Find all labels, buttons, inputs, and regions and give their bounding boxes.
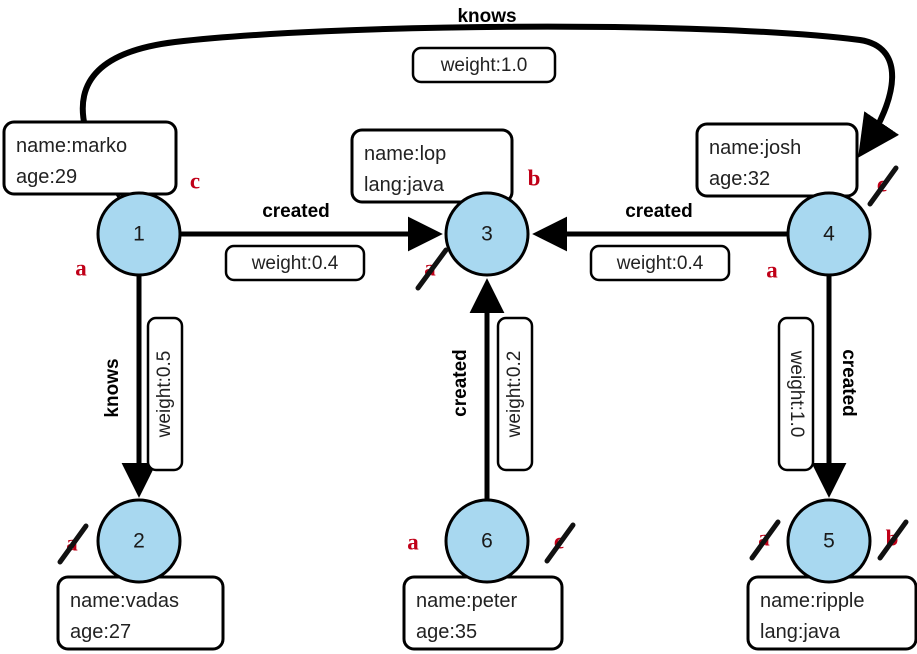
node-circle xyxy=(444,498,530,584)
marker-letter: a xyxy=(407,529,419,554)
edge-weight-4-created-5: weight:1.0 xyxy=(777,316,815,472)
graph-node-3[interactable]: 3 xyxy=(444,191,530,277)
prop-line-lang: lang:java xyxy=(760,621,841,643)
annotation-marker-node4-a: a xyxy=(766,257,778,282)
prop-line-lang: lang:java xyxy=(364,174,445,196)
node-properties-5: name:ripple lang:java xyxy=(746,575,917,651)
node-properties-3: name:lop lang:java xyxy=(350,128,514,204)
prop-box-frame xyxy=(350,128,514,204)
prop-line-name: name:marko xyxy=(16,135,127,157)
prop-line-age: age:35 xyxy=(416,621,477,643)
weight-box-frame xyxy=(496,316,534,472)
weight-value: weight:0.4 xyxy=(616,253,704,274)
strikethrough-slash-icon xyxy=(415,247,449,291)
marker-letter: b xyxy=(528,165,541,190)
strikethrough-slash-icon xyxy=(877,519,909,561)
annotation-marker-node3-a: a xyxy=(415,247,449,291)
graph-node-2[interactable]: 2 xyxy=(96,498,182,584)
prop-line-age: age:29 xyxy=(16,166,77,188)
node-id-label: 4 xyxy=(823,223,835,246)
node-properties-6: name:peter age:35 xyxy=(402,575,564,651)
weight-box-frame xyxy=(224,244,366,282)
edge-label-6-created-3: created xyxy=(450,349,471,417)
node-id-label: 5 xyxy=(823,530,835,553)
annotation-marker-node6-a: a xyxy=(407,529,419,554)
weight-box-frame xyxy=(777,316,815,472)
weight-value: weight:0.4 xyxy=(251,253,339,274)
annotation-marker-node4-c: c xyxy=(867,165,899,207)
prop-box-frame xyxy=(2,120,178,196)
marker-letter: a xyxy=(75,255,87,280)
strikethrough-slash-icon xyxy=(544,522,576,564)
strikethrough-slash-icon xyxy=(57,523,89,565)
prop-line-name: name:ripple xyxy=(760,590,865,612)
annotation-marker-node2-a: a xyxy=(57,523,89,565)
weight-value: weight:1.0 xyxy=(786,350,807,438)
strikethrough-slash-icon xyxy=(867,165,899,207)
marker-letter: c xyxy=(190,168,200,193)
node-circle xyxy=(786,191,872,277)
prop-line-name: name:lop xyxy=(364,143,446,165)
prop-line-name: name:vadas xyxy=(70,590,179,612)
prop-line-age: age:32 xyxy=(709,168,770,190)
edge-path xyxy=(79,23,900,198)
annotation-marker-node6-c: c xyxy=(544,522,576,564)
annotation-marker-node1-c: c xyxy=(190,168,200,193)
node-id-label: 2 xyxy=(133,530,145,553)
strikethrough-slash-icon xyxy=(749,519,781,561)
prop-line-name: name:peter xyxy=(416,590,518,612)
edge-weight-1-created-3: weight:0.4 xyxy=(224,244,366,282)
marker-letter: a xyxy=(766,257,778,282)
graph-node-1[interactable]: 1 xyxy=(96,191,182,277)
node-id-label: 6 xyxy=(481,530,493,553)
annotation-marker-node5-b: b xyxy=(877,519,909,561)
edge-1-knows-4[interactable] xyxy=(79,23,900,198)
graph-node-6[interactable]: 6 xyxy=(444,498,530,584)
weight-value: weight:1.0 xyxy=(440,55,528,76)
node-properties-2: name:vadas age:27 xyxy=(56,575,225,651)
edge-label-1-created-3: created xyxy=(262,201,330,222)
node-circle xyxy=(96,191,182,277)
edge-label-1-knows-4: knows xyxy=(457,6,516,27)
graph-node-4[interactable]: 4 xyxy=(786,191,872,277)
edge-weight-1-knows-2: weight:0.5 xyxy=(146,316,184,472)
weight-box-frame xyxy=(146,316,184,472)
edge-label-4-created-3: created xyxy=(625,201,693,222)
prop-line-age: age:27 xyxy=(70,621,131,643)
weight-box-frame xyxy=(589,244,731,282)
weight-value: weight:0.2 xyxy=(504,351,525,439)
prop-box-frame xyxy=(695,122,859,198)
edge-label-1-knows-2: knows xyxy=(102,358,123,417)
weight-box-frame xyxy=(411,46,557,84)
node-id-label: 1 xyxy=(133,223,145,246)
edge-weight-1-knows-4: weight:1.0 xyxy=(411,46,557,84)
annotation-marker-node5-a: a xyxy=(749,519,781,561)
node-properties-1: name:marko age:29 xyxy=(2,120,178,196)
edge-weight-4-created-3: weight:0.4 xyxy=(589,244,731,282)
graph-node-5[interactable]: 5 xyxy=(786,498,872,584)
annotation-marker-node1-a: a xyxy=(75,255,87,280)
weight-value: weight:0.5 xyxy=(154,351,175,439)
node-circle xyxy=(444,191,530,277)
edge-weight-6-created-3: weight:0.2 xyxy=(496,316,534,472)
node-id-label: 3 xyxy=(481,223,493,246)
node-properties-4: name:josh age:32 xyxy=(695,122,859,198)
prop-line-name: name:josh xyxy=(709,137,801,159)
node-circle xyxy=(786,498,872,584)
annotation-marker-node3-b: b xyxy=(528,165,541,190)
edge-label-4-created-5: created xyxy=(838,349,859,417)
node-circle xyxy=(96,498,182,584)
